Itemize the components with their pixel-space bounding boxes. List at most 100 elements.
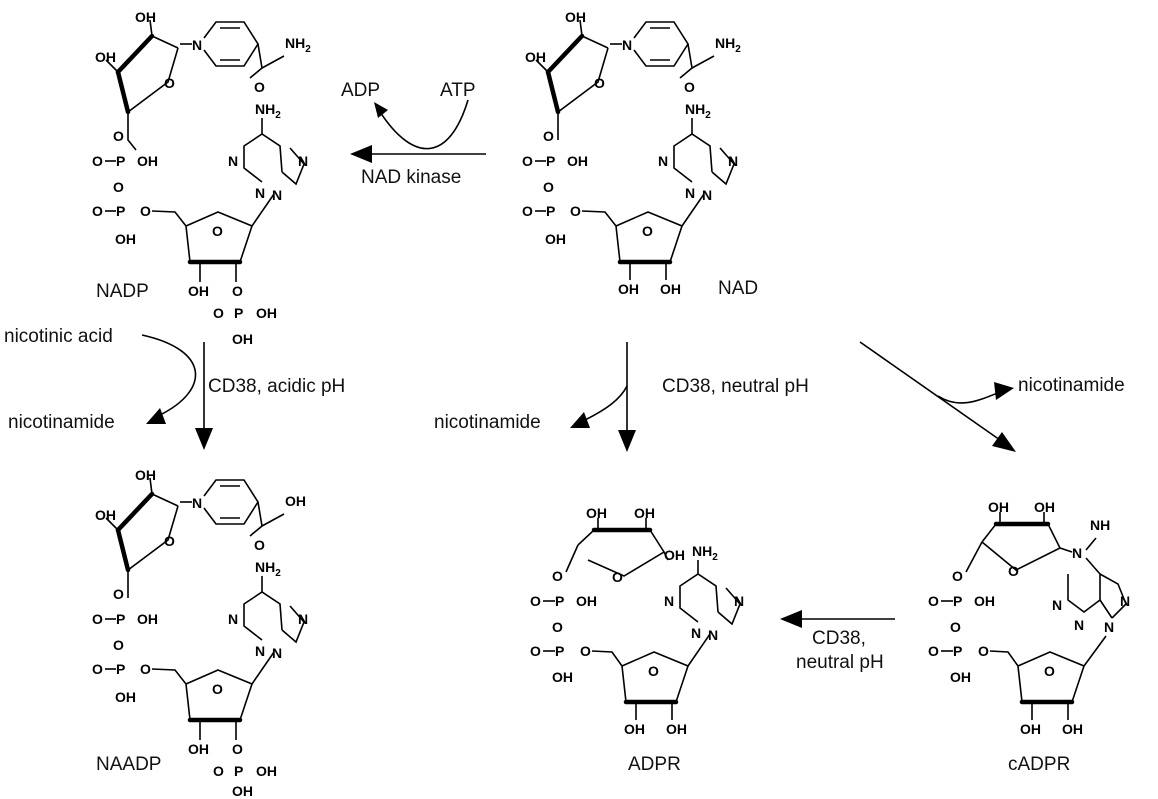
nadp-oh: OH (115, 231, 136, 247)
nadp-o: O (213, 305, 224, 321)
nadp-p: P (234, 305, 243, 321)
nadp-o: O (92, 203, 103, 219)
cadpr-structure: O OH OH O O P OH O O P O OH O OH OH N NH… (928, 499, 1130, 737)
cofactor-arrowhead (374, 102, 388, 118)
nadp-ring-o: O (164, 75, 175, 91)
neutral-nicotinamide-arrowhead (570, 412, 590, 428)
adpr-o: O (530, 593, 541, 609)
naadp-n: N (272, 645, 282, 661)
naadp-ring-o: O (164, 533, 175, 549)
cadpr-o: O (978, 643, 989, 659)
nadp-nh2: NH2 (285, 35, 311, 55)
cadpr-ring-o: O (1044, 663, 1055, 679)
adpr-n: N (708, 627, 718, 643)
adpr-p: P (555, 643, 564, 659)
label-atp: ATP (440, 80, 476, 101)
adpr-oh: OH (552, 669, 573, 685)
adpr-o: O (552, 568, 563, 584)
cofactor-curve (379, 99, 469, 150)
adpr-oh: OH (664, 547, 685, 563)
nadp-structure: OH OH O N O NH2 O O P OH O O P O OH O OH… (92, 9, 311, 347)
naadp-p: P (234, 763, 243, 779)
nad-o: O (522, 153, 533, 169)
cadpr-n: N (1104, 619, 1114, 635)
label-nicotinamide-acidic: nicotinamide (8, 412, 115, 433)
nadp-o: O (92, 153, 103, 169)
cadpr-o: O (952, 568, 963, 584)
nadp-n: N (298, 153, 308, 169)
nad-oh: OH (567, 153, 588, 169)
adpr-n: N (691, 625, 701, 641)
naadp-o: O (92, 661, 103, 677)
cadpr-o: O (950, 619, 961, 635)
cadpr-oh: OH (988, 499, 1009, 515)
nad-nh2: NH2 (685, 101, 711, 121)
adpr-structure: O OH OH OH O O P OH O O P O OH O OH OH N… (530, 505, 744, 737)
nad-nh2: NH2 (715, 35, 741, 55)
naadp-n: N (255, 643, 265, 659)
naadp-p: P (116, 611, 125, 627)
adpr-oh: OH (624, 721, 645, 737)
nad-ring-o: O (642, 223, 653, 239)
adpr-ring-o: O (612, 569, 623, 585)
nad-p: P (546, 153, 555, 169)
nadp-oh: OH (188, 283, 209, 299)
naadp-p: P (116, 661, 125, 677)
nadp-n: N (192, 37, 202, 53)
label-cd38-hydrolysis: CD38, (812, 628, 866, 649)
nad-oh: OH (660, 281, 681, 297)
cd38-neutral-reaction: nicotinamide CD38, neutral pH (434, 342, 809, 452)
cyclase-nicotinamide-arrowhead (994, 382, 1014, 400)
nadp-oh: OH (135, 9, 156, 25)
label-cadpr: cADPR (1008, 754, 1070, 775)
cyclase-arrowhead (992, 432, 1016, 452)
nadp-p: P (116, 203, 125, 219)
naadp-oh: OH (135, 467, 156, 483)
nadp-oh: OH (256, 305, 277, 321)
nad-oh: OH (618, 281, 639, 297)
naadp-o: O (92, 611, 103, 627)
label-naadp: NAADP (96, 754, 161, 775)
nad-oh: OH (565, 9, 586, 25)
nad-n: N (685, 185, 695, 201)
nad-n: N (622, 37, 632, 53)
label-adpr: ADPR (628, 754, 681, 775)
cadpr-p: P (953, 593, 962, 609)
nad-o: O (543, 128, 554, 144)
adpr-o: O (530, 643, 541, 659)
adpr-p: P (555, 593, 564, 609)
cyclase-nicotinamide-curve (937, 391, 1001, 404)
label-nicotinamide-neutral: nicotinamide (434, 412, 541, 433)
cadpr-oh: OH (974, 593, 995, 609)
nad-o: O (522, 203, 533, 219)
label-nad: NAD (718, 278, 758, 299)
cadpr-n: N (1052, 597, 1062, 613)
cyclase-arrow (859, 341, 1001, 441)
naadp-n: N (298, 611, 308, 627)
nad-o: O (570, 203, 581, 219)
nad-ring-o: O (594, 75, 605, 91)
cadpr-ring-o: O (1008, 563, 1019, 579)
nadp-p: P (116, 153, 125, 169)
cyclase-reaction: nicotinamide (859, 341, 1125, 452)
cadpr-nplus: N (1072, 545, 1082, 561)
cadpr-oh: OH (1020, 721, 1041, 737)
nadp-n: N (255, 185, 265, 201)
nadp-nh2: NH2 (255, 101, 281, 121)
nadp-o: O (113, 179, 124, 195)
nadp-oh: OH (232, 331, 253, 347)
adpr-oh: OH (634, 505, 655, 521)
naadp-n: N (192, 495, 202, 511)
naadp-oh: OH (95, 507, 116, 523)
nadp-o: O (113, 128, 124, 144)
cadpr-n: N (1120, 593, 1130, 609)
adpr-o: O (552, 619, 563, 635)
hydrolysis-arrowhead (780, 610, 802, 628)
naadp-ring-o: O (212, 681, 223, 697)
adpr-n: N (734, 593, 744, 609)
cadpr-o: O (928, 593, 939, 609)
naadp-o: O (113, 637, 124, 653)
nad-p: P (546, 203, 555, 219)
cadpr-nh: NH (1090, 517, 1110, 533)
